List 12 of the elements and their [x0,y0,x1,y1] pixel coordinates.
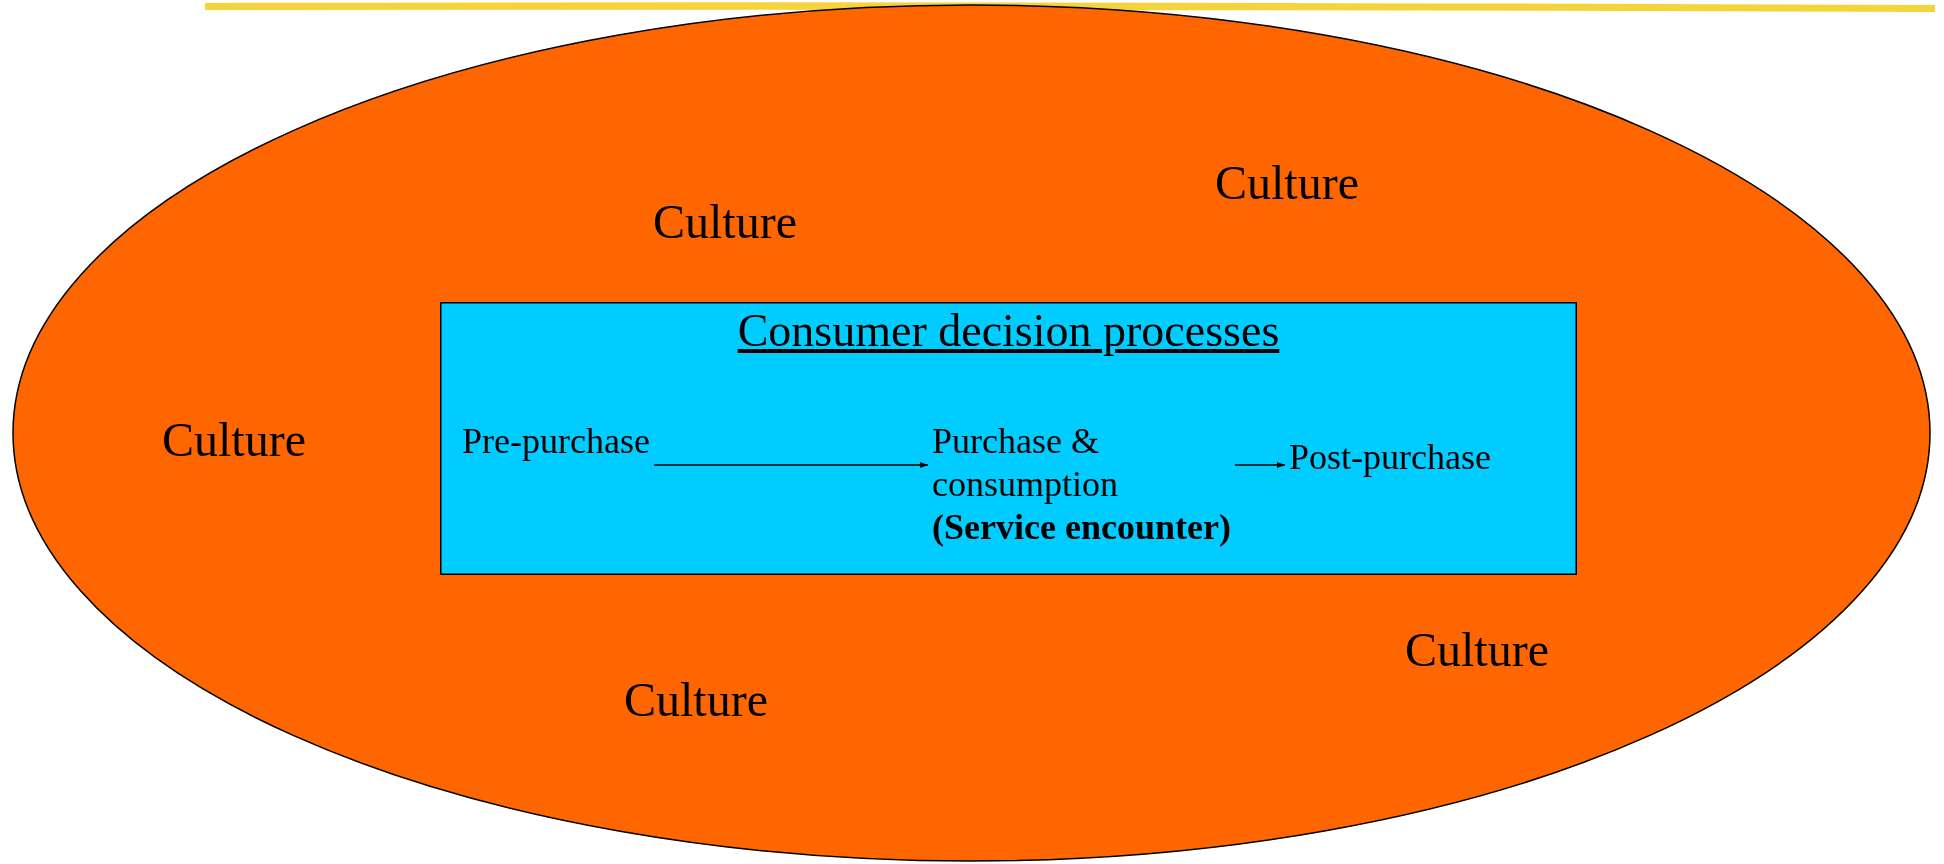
box-heading: Consumer decision processes [736,306,1281,357]
region-label: Culture [162,414,306,467]
stage-note: (Service encounter) [932,506,1231,550]
arrow [653,462,929,468]
stage-label: Post-purchase [1289,436,1491,479]
stage-label: Pre-purchase [462,420,650,463]
region-label: Culture [1215,157,1359,210]
region-label: Culture [624,674,768,727]
region-label: Culture [1405,624,1549,677]
stage-label: Purchase & consumption [932,420,1119,507]
region-label: Culture [653,196,797,249]
arrow [1234,462,1286,468]
